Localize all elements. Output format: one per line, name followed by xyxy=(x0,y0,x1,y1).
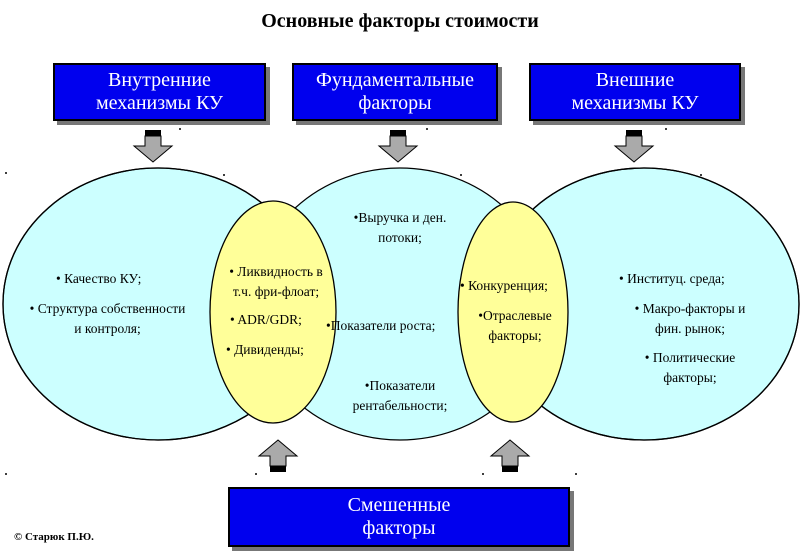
overlap-right-item: •Отраслевые факторы; xyxy=(478,308,552,343)
down-arrow-icon xyxy=(132,130,174,163)
external-item: • Макро-факторы и фин. рынок; xyxy=(634,301,746,336)
page-title: Основные факторы стоимости xyxy=(261,10,539,32)
fundamental-item: •Показатели рентабельности; xyxy=(352,378,448,413)
internal-item: • Качество КУ; xyxy=(56,271,142,286)
overlap-left-item: • Ликвидность в т.ч. фри-флоат; xyxy=(229,264,323,299)
internal-item: • Структура собственности и контроля; xyxy=(29,301,186,336)
fundamental-item: •Выручка и ден. потоки; xyxy=(353,210,447,245)
fundamental-factors-box: Фундаментальные факторы xyxy=(292,63,498,121)
copyright: © Старюк П.Ю. xyxy=(14,531,94,543)
overlap-left-item: • Дивиденды; xyxy=(226,342,304,357)
overlap-right-ellipse xyxy=(457,201,569,423)
up-arrow-icon xyxy=(257,439,299,472)
external-item: • Политические факторы; xyxy=(644,350,736,385)
overlap-left-ellipse xyxy=(209,200,337,424)
decorative-dots xyxy=(5,128,702,475)
down-arrow-icon xyxy=(613,130,655,163)
external-item: • Институц. среда; xyxy=(619,271,725,286)
up-arrow-icon xyxy=(489,439,531,472)
overlap-left-item: • ADR/GDR; xyxy=(230,312,302,327)
down-arrow-icon xyxy=(377,130,419,163)
internal-mechanisms-box: Внутренние механизмы КУ xyxy=(53,63,266,121)
mixed-factors-box: Смешенные факторы xyxy=(228,487,570,547)
external-mechanisms-box: Внешние механизмы КУ xyxy=(529,63,741,121)
overlap-right-item: • Конкуренция; xyxy=(460,278,548,293)
fundamental-item: •Показатели роста; xyxy=(326,318,436,333)
